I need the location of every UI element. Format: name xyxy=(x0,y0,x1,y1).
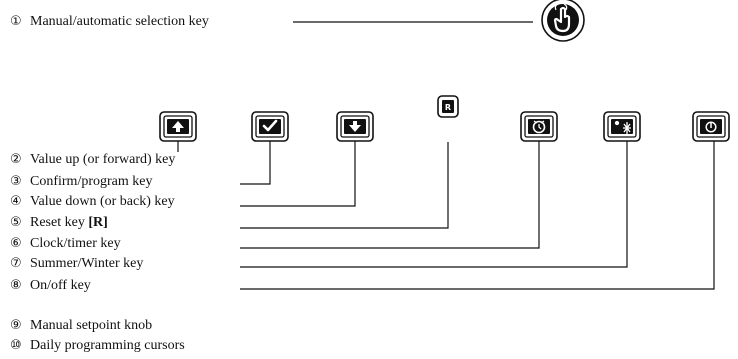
leader-line-6 xyxy=(240,141,540,249)
summer-winter-key[interactable] xyxy=(603,111,641,142)
legend-number-8: ⑧ xyxy=(10,278,22,293)
value-up-key[interactable] xyxy=(159,111,197,142)
hand-pointer-icon xyxy=(553,3,571,33)
leader-line-5 xyxy=(240,142,449,229)
legend-label-3: Confirm/program key xyxy=(30,174,152,189)
power-icon xyxy=(705,121,717,133)
legend-label-5: Reset key [R] xyxy=(30,215,108,230)
legend-label-5-emph: [R] xyxy=(88,215,107,230)
reset-key[interactable]: R xyxy=(437,95,459,118)
sun-snowflake-icon xyxy=(614,120,631,134)
legend-label-8: On/off key xyxy=(30,278,91,293)
legend-label-5-text: Reset key xyxy=(30,215,88,230)
leader-line-3 xyxy=(240,141,271,185)
legend-label-4: Value down (or back) key xyxy=(30,194,175,209)
clock-timer-key[interactable] xyxy=(520,111,558,142)
value-down-key[interactable] xyxy=(336,111,374,142)
confirm-program-key[interactable] xyxy=(251,111,289,142)
reset-key-face xyxy=(442,100,454,113)
legend-label-1: Manual/automatic selection key xyxy=(30,14,209,29)
checkmark-icon xyxy=(262,119,278,132)
legend-number-7: ⑦ xyxy=(10,256,22,271)
legend-label-2: Value up (or forward) key xyxy=(30,152,175,167)
arrow-down-icon xyxy=(349,121,361,132)
legend-label-9: Manual setpoint knob xyxy=(30,318,152,333)
manual-auto-key[interactable] xyxy=(541,0,585,42)
legend-number-5: ⑤ xyxy=(10,215,22,230)
arrow-up-icon xyxy=(172,121,184,132)
legend-number-3: ③ xyxy=(10,174,22,189)
legend-label-10: Daily programming cursors xyxy=(30,338,185,353)
onoff-key[interactable] xyxy=(692,111,730,142)
clock-timer-icon xyxy=(532,120,546,134)
legend-number-4: ④ xyxy=(10,194,22,209)
legend-label-6: Clock/timer key xyxy=(30,236,121,251)
legend-label-7: Summer/Winter key xyxy=(30,256,143,271)
legend-number-9: ⑨ xyxy=(10,318,22,333)
leader-line-8 xyxy=(240,141,715,290)
leader-line-4 xyxy=(240,141,356,207)
leader-line-7 xyxy=(240,141,628,268)
reset-icon: R xyxy=(445,103,451,112)
legend-number-1: ① xyxy=(10,14,22,29)
legend-number-6: ⑥ xyxy=(10,236,22,251)
legend-number-10: ⑩ xyxy=(10,338,22,353)
legend-number-2: ② xyxy=(10,152,22,167)
manual-auto-key-face xyxy=(547,4,579,36)
